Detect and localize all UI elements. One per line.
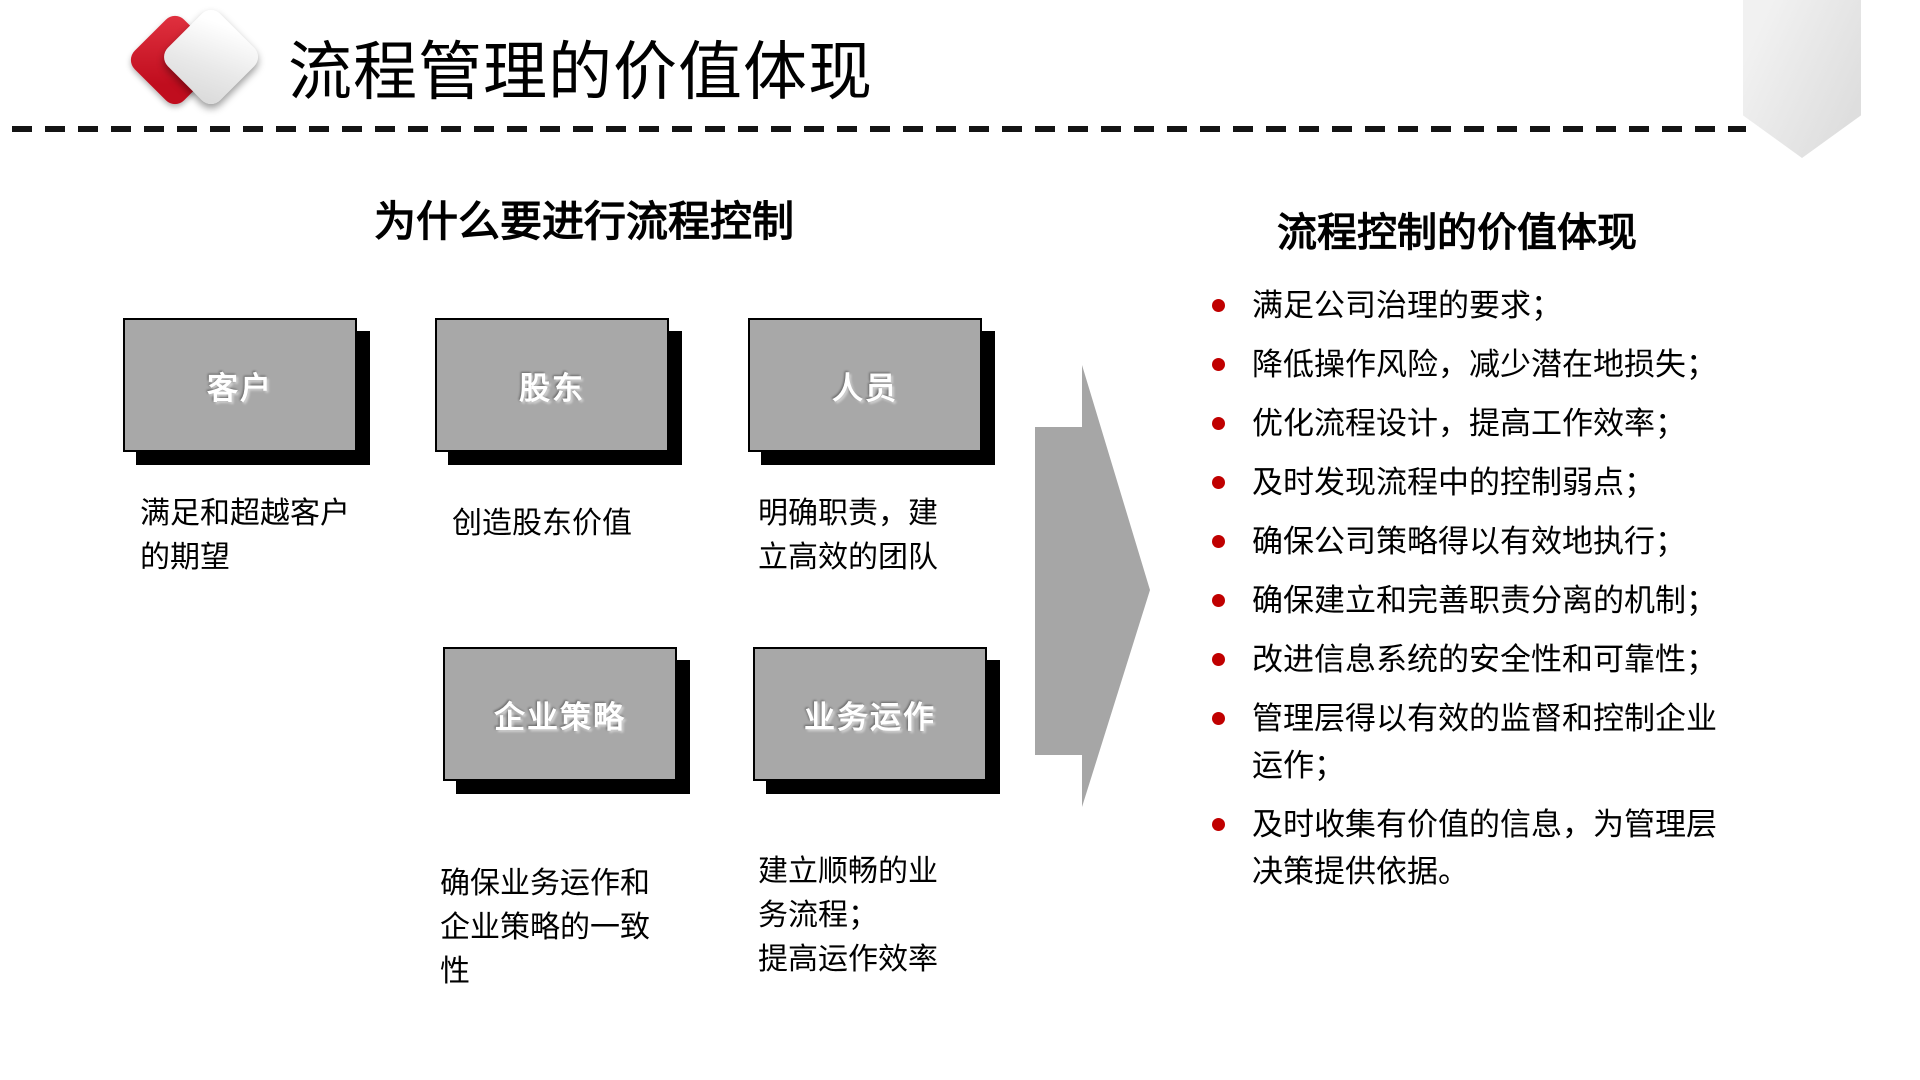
value-bullet-item: 及时收集有价值的信息，为管理层 决策提供依据。 <box>1205 801 1785 895</box>
bullet-dot-icon <box>1212 818 1225 831</box>
process-box-personnel-desc: 明确职责，建 立高效的团队 <box>758 497 938 574</box>
value-bullet-text: 及时发现流程中的控制弱点； <box>1252 465 1655 500</box>
value-bullet-text: 及时收集有价值的信息，为管理层 决策提供依据。 <box>1252 807 1717 889</box>
dashed-divider <box>12 126 1746 132</box>
value-bullet-item: 优化流程设计，提高工作效率； <box>1205 400 1785 447</box>
value-bullet-item: 满足公司治理的要求； <box>1205 282 1785 329</box>
value-bullet-text: 优化流程设计，提高工作效率； <box>1252 406 1686 441</box>
bullet-dot-icon <box>1212 653 1225 666</box>
process-box-shareholder: 股东 <box>435 318 669 452</box>
value-bullet-text: 满足公司治理的要求； <box>1252 288 1562 323</box>
bullet-dot-icon <box>1212 476 1225 489</box>
process-box-strategy-desc: 确保业务运作和 企业策略的一致 性 <box>440 867 650 988</box>
bullet-dot-icon <box>1212 712 1225 725</box>
process-box-personnel: 人员 <box>748 318 982 452</box>
process-box-customer-desc: 满足和超越客户 的期望 <box>140 497 350 574</box>
value-bullet-text: 确保建立和完善职责分离的机制； <box>1252 583 1717 618</box>
bullet-dot-icon <box>1212 535 1225 548</box>
value-bullet-item: 降低操作风险，减少潜在地损失； <box>1205 341 1785 388</box>
bullet-dot-icon <box>1212 417 1225 430</box>
process-box-operations-desc: 建立顺畅的业 务流程； 提高运作效率 <box>758 855 938 976</box>
process-box-customer-label: 客户 <box>207 370 273 406</box>
value-bullet-item: 管理层得以有效的监督和控制企业 运作； <box>1205 695 1785 789</box>
corner-ribbon-bookmark <box>1743 0 1861 158</box>
value-bullet-text: 降低操作风险，减少潜在地损失； <box>1252 347 1717 382</box>
right-arrow-icon <box>1035 365 1150 807</box>
value-bullet-item: 改进信息系统的安全性和可靠性； <box>1205 636 1785 683</box>
right-section-heading: 流程控制的价值体现 <box>1277 211 1637 255</box>
value-bullet-item: 确保公司策略得以有效地执行； <box>1205 518 1785 565</box>
process-box-customer: 客户 <box>123 318 357 452</box>
bullet-dot-icon <box>1212 299 1225 312</box>
process-box-shareholder-desc: 创造股东价值 <box>452 507 632 540</box>
title-decoration-icon <box>118 0 293 135</box>
process-box-strategy-label: 企业策略 <box>494 699 626 735</box>
process-box-personnel-label: 人员 <box>832 370 898 406</box>
value-bullet-list: 满足公司治理的要求； 降低操作风险，减少潜在地损失； 优化流程设计，提高工作效率… <box>1205 282 1785 907</box>
bullet-dot-icon <box>1212 358 1225 371</box>
process-box-operations: 业务运作 <box>753 647 987 781</box>
value-bullet-text: 管理层得以有效的监督和控制企业 运作； <box>1252 701 1717 783</box>
left-section-heading: 为什么要进行流程控制 <box>373 198 794 245</box>
process-box-operations-label: 业务运作 <box>804 699 936 735</box>
value-bullet-text: 确保公司策略得以有效地执行； <box>1252 524 1686 559</box>
process-box-shareholder-label: 股东 <box>519 370 585 406</box>
bullet-dot-icon <box>1212 594 1225 607</box>
page-title: 流程管理的价值体现 <box>288 36 873 108</box>
value-bullet-text: 改进信息系统的安全性和可靠性； <box>1252 642 1717 677</box>
process-box-strategy: 企业策略 <box>443 647 677 781</box>
value-bullet-item: 及时发现流程中的控制弱点； <box>1205 459 1785 506</box>
value-bullet-item: 确保建立和完善职责分离的机制； <box>1205 577 1785 624</box>
